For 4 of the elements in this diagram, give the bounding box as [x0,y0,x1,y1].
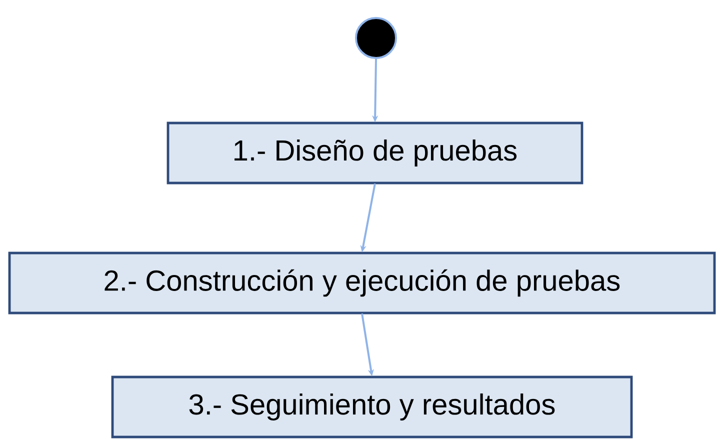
process-box: 3.- Seguimiento y resultados [111,376,633,438]
process-box: 2.- Construcción y ejecución de pruebas [8,252,716,314]
process-box: 1.- Diseño de pruebas [166,122,584,184]
start-circle [355,17,397,59]
